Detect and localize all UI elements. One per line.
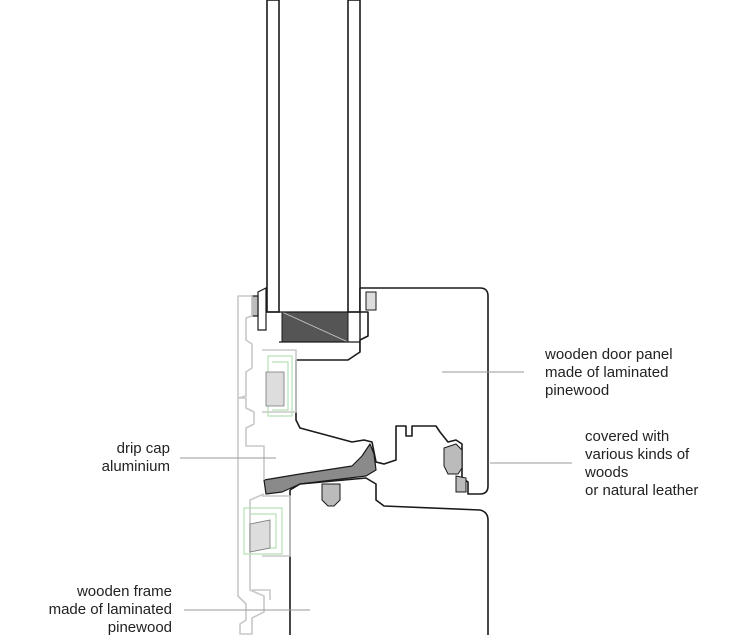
door-panel-stop: [365, 291, 377, 311]
glazing-spacer-line: [281, 311, 349, 343]
cover-seal: [443, 443, 467, 493]
frame-fixing: [321, 483, 341, 507]
label-door-panel: wooden door panel made of laminated pine…: [545, 346, 673, 399]
glass-pane-left: [266, 0, 280, 313]
aluminium-profile: [237, 295, 297, 635]
leader-lines: [180, 371, 572, 611]
seal-gasket-grey: [249, 371, 285, 553]
drip-cap-profile: [263, 443, 377, 495]
label-drip-cap: drip cap aluminium: [101, 440, 170, 475]
label-covered: covered with various kinds of woods or n…: [585, 428, 699, 499]
glass-pane-right: [347, 0, 361, 313]
glazing-unit: [266, 0, 361, 352]
label-frame: wooden frame made of laminated pinewood: [48, 583, 172, 636]
glazing-bead: [251, 287, 267, 331]
frame-outline: [289, 477, 489, 635]
